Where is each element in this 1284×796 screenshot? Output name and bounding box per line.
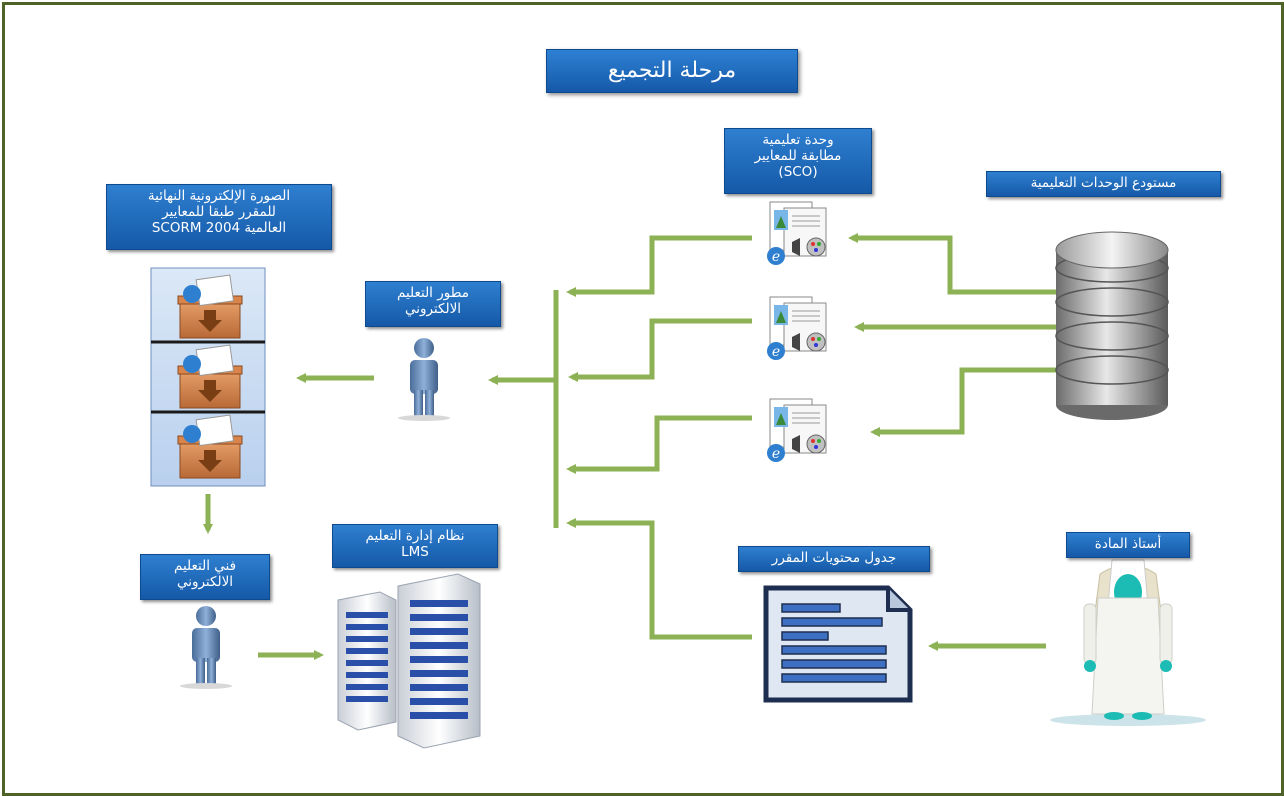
- developer-label-line-1: مطور التعليم: [396, 285, 470, 301]
- developer-label-line-2: الالكتروني: [404, 301, 462, 317]
- server-icon: [337, 573, 481, 749]
- final-package-label: الصورة الإلكترونية النهائية للمقرر طبقا …: [106, 184, 332, 250]
- sco-package-icon: [766, 296, 827, 361]
- repository-label: مستودع الوحدات التعليمية: [986, 171, 1221, 197]
- lms-label: نظام إدارة التعليم LMS: [332, 524, 498, 568]
- sco-package-icon: [766, 201, 827, 266]
- sco-label-line-3: (SCO): [778, 164, 818, 180]
- content-table-label-text: جدول محتويات المقرر: [771, 550, 897, 566]
- teacher-label-text: أستاذ المادة: [1094, 536, 1162, 552]
- sco-label-line-2: مطابقة للمعايير: [754, 148, 842, 164]
- final-package-label-line-3: العالمية SCORM 2004: [151, 220, 287, 236]
- arrow-sco2-trunk: [568, 318, 752, 382]
- arrow-db-sco1: [848, 233, 1058, 295]
- sco-label: وحدة تعليمية مطابقة للمعايير (SCO): [724, 128, 872, 194]
- technician-label-line-1: فني التعليم: [173, 558, 237, 574]
- developer-label: مطور التعليم الالكتروني: [365, 281, 501, 327]
- teacher-icon: [1050, 559, 1206, 726]
- teacher-label: أستاذ المادة: [1066, 532, 1190, 558]
- arrow-sco3-trunk: [566, 415, 752, 474]
- technician-label-line-2: الالكتروني: [176, 574, 234, 590]
- arrow-table-trunk: [566, 518, 752, 640]
- person-icon: [180, 606, 232, 689]
- diagram-title: مرحلة التجميع: [546, 49, 798, 93]
- content-table-label: جدول محتويات المقرر: [738, 546, 930, 572]
- final-package-label-line-1: الصورة الإلكترونية النهائية: [147, 188, 291, 204]
- arrow-db-sco3: [870, 367, 1058, 437]
- technician-label: فني التعليم الالكتروني: [140, 554, 270, 600]
- sco-package-icon: [766, 398, 827, 463]
- arrow-sco1-trunk: [566, 235, 752, 297]
- lms-label-line-1: نظام إدارة التعليم: [365, 528, 465, 544]
- sco-label-line-1: وحدة تعليمية: [762, 132, 834, 148]
- database-icon: [1055, 231, 1169, 420]
- lms-label-line-2: LMS: [401, 544, 429, 560]
- person-icon: [398, 338, 450, 421]
- final-package-label-line-2: للمقرر طبقا للمعايير: [162, 204, 276, 220]
- document-icon: [763, 585, 913, 703]
- repository-label-text: مستودع الوحدات التعليمية: [1030, 175, 1177, 191]
